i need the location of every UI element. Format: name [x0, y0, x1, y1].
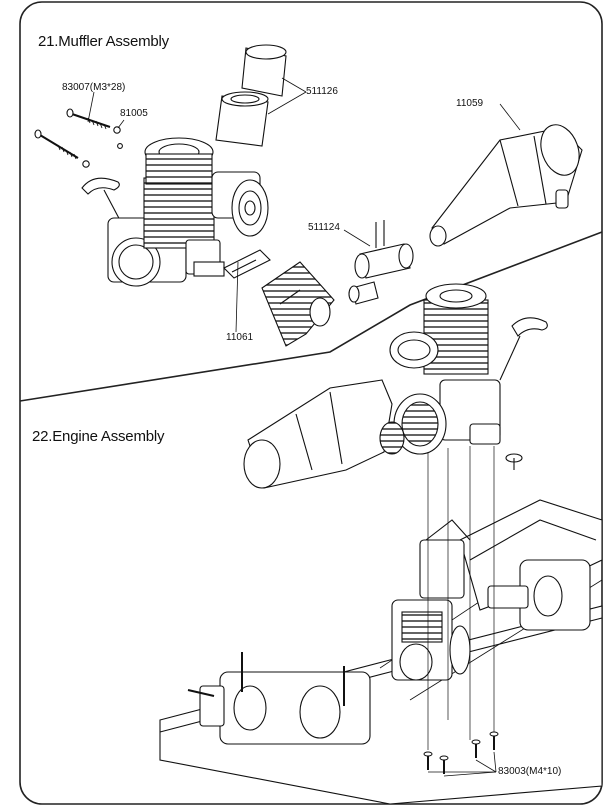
washer-81005-b: [82, 160, 90, 168]
manifold-spring-511124: [348, 220, 414, 305]
part-label-exhaust-header-11061: 11061: [226, 332, 254, 343]
engine-upper: [107, 137, 269, 287]
part-label-bolt-m3x28: 83007(M3*28): [62, 82, 126, 93]
muffler-assembly-diagram: [34, 44, 583, 347]
part-label-manifold-spring-511124: 511124: [308, 222, 340, 233]
front-bulkhead: [187, 652, 371, 745]
muffler-11059: [429, 124, 583, 247]
muffler-coupler-511126: [215, 44, 287, 147]
exploded-engine: [243, 283, 548, 489]
engine-assembly-diagram: [159, 283, 603, 805]
rear-suspension: [487, 559, 591, 631]
leader-lines-21: [87, 77, 521, 333]
screws-m4x10: [423, 731, 499, 774]
page-frame: [19, 1, 603, 805]
part-label-washer-81005: 81005: [120, 108, 148, 119]
alignment-lines: [427, 446, 495, 750]
part-label-muffler-11059: 11059: [456, 98, 484, 109]
screw-leader-lines: [428, 751, 497, 777]
section-title-muffler-assembly: 21.Muffler Assembly: [38, 33, 169, 50]
exhaust-header-11061: [223, 249, 335, 347]
part-label-screw-m4x10: 83003(M4*10): [498, 766, 562, 777]
bolt-m3x28-upper: [66, 108, 111, 130]
bolt-m3x28-lower: [34, 129, 79, 160]
side-frame: [459, 499, 603, 611]
washer-small-c: [117, 143, 123, 149]
side-frame-inner: [469, 519, 597, 561]
pull-starter-handle: [81, 177, 120, 195]
section-divider: [19, 231, 603, 402]
part-label-muffler-coupler-511126: 511126: [306, 86, 338, 97]
section-title-engine-assembly: 22.Engine Assembly: [32, 428, 165, 445]
engine-on-chassis: [391, 519, 471, 681]
washer-81005-a: [113, 126, 121, 134]
